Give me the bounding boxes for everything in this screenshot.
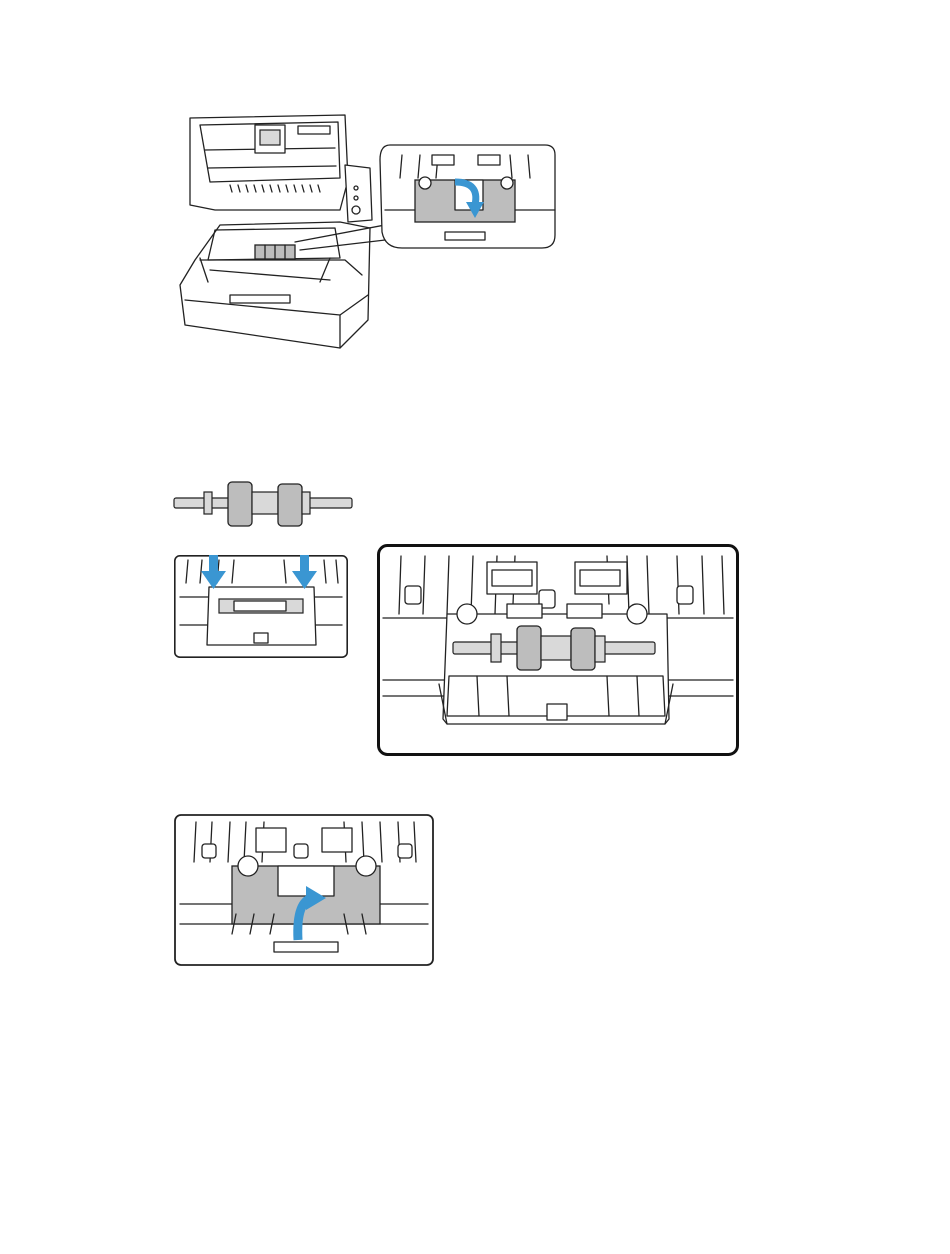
scanner-open-icon [170, 110, 560, 355]
roller-assembly-icon [172, 478, 354, 530]
insert-roller-illustration [174, 555, 348, 658]
close-cover-up-arrow-icon [174, 814, 434, 966]
insert-roller-down-arrows-icon [174, 555, 348, 658]
roller-installed-closeup-icon [377, 544, 739, 756]
replacement-roller-illustration [172, 478, 354, 530]
roller-installed-illustration [377, 544, 739, 756]
scanner-open-illustration [170, 110, 560, 355]
close-cover-illustration [174, 814, 434, 966]
